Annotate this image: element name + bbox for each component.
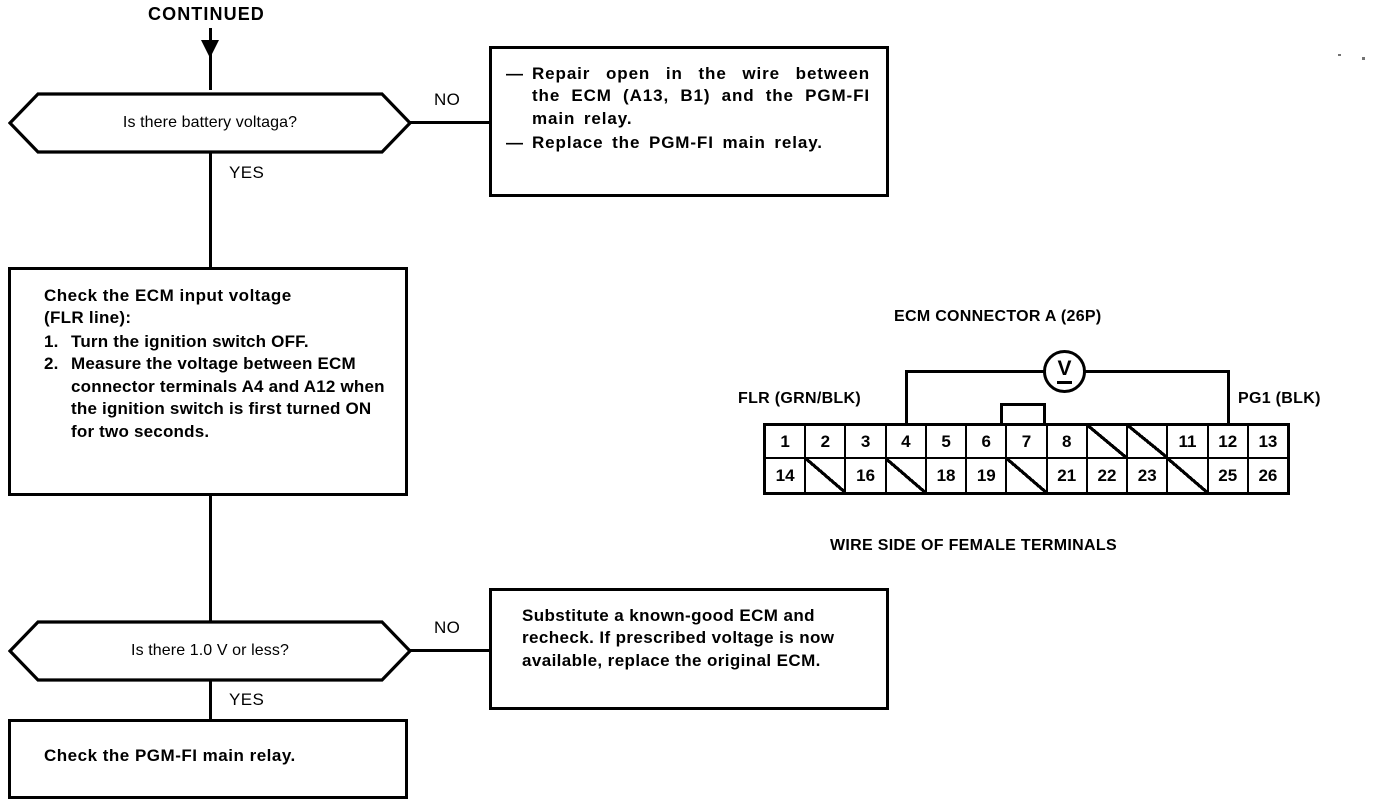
pin-cell-20-blank [1007, 459, 1048, 492]
pin-label: 4 [901, 431, 911, 451]
pin-cell-8[interactable]: 8 [1047, 426, 1088, 459]
decision-battery-voltage: Is there battery voltaga? [8, 92, 412, 154]
pin-label: 22 [1097, 465, 1117, 485]
pin-label: 1 [780, 431, 790, 451]
pin-label: 23 [1137, 465, 1157, 485]
voltmeter-letter: V [1057, 357, 1072, 381]
connector-left-wire-label: FLR (GRN/BLK) [738, 390, 861, 407]
entry-arrowhead [201, 40, 219, 58]
pin-label: 11 [1178, 431, 1197, 451]
connector-title: ECM CONNECTOR A (26P) [894, 308, 1102, 325]
pin-cell-18[interactable]: 18 [926, 459, 968, 492]
entry-connector-line [209, 28, 212, 90]
decision1-no-label: NO [434, 90, 461, 109]
action-repair-replace-box: — Repair open in the wire between the EC… [489, 46, 889, 197]
pin-label: 18 [936, 465, 956, 485]
pin-label: 13 [1258, 431, 1278, 451]
pin-cell-3[interactable]: 3 [846, 426, 887, 459]
pin-label: 6 [981, 431, 992, 451]
pin-cell-12[interactable]: 12 [1208, 426, 1249, 459]
decision2-yes-label: YES [229, 690, 265, 709]
pin-cell-1[interactable]: 1 [766, 426, 807, 459]
pin-cell-2[interactable]: 2 [806, 426, 847, 459]
pin-row-bottom: 14 16 18 19 21 22 23 25 26 [766, 459, 1288, 492]
pin-cell-14[interactable]: 14 [766, 459, 807, 492]
meter-lead-left-vertical [905, 370, 908, 426]
pin-cell-24-blank [1168, 459, 1209, 492]
pin-cell-6[interactable]: 6 [967, 426, 1008, 459]
connector-caption: WIRE SIDE OF FEMALE TERMINALS [830, 537, 1117, 554]
pin-label: 7 [1021, 431, 1032, 451]
decision1-yes-line [209, 152, 212, 267]
pin-cell-26[interactable]: 26 [1248, 459, 1288, 492]
process-title-line1: Check the ECM input voltage [44, 286, 292, 305]
action-substitute-ecm-text: Substitute a known-good ECM and recheck.… [522, 606, 835, 670]
pin-cell-13[interactable]: 13 [1248, 426, 1288, 459]
pin-label: 21 [1057, 465, 1077, 485]
decision2-yes-line [209, 680, 212, 720]
action-replace-text: Replace the PGM-FI main relay. [532, 133, 823, 153]
pin-label: 5 [941, 431, 951, 451]
action-repair-item: — Repair open in the wire between the EC… [506, 63, 870, 130]
pin-label: 3 [860, 431, 871, 451]
pin-cell-15-blank [806, 459, 847, 492]
decision-one-volt-label: Is there 1.0 V or less? [131, 642, 289, 659]
pin-label: 26 [1258, 465, 1278, 485]
scan-artifact [1362, 57, 1365, 60]
pin-cell-10-blank [1128, 426, 1169, 459]
pin-label: 8 [1062, 431, 1072, 451]
process-step-1: 1. Turn the ignition switch OFF. [44, 331, 391, 353]
voltmeter-symbol: V [1043, 350, 1086, 393]
pin-label: 2 [820, 431, 831, 451]
pin-cell-5[interactable]: 5 [926, 426, 968, 459]
pin-cell-21[interactable]: 21 [1047, 459, 1088, 492]
process-step-1-text: Turn the ignition switch OFF. [71, 331, 309, 351]
action-check-main-relay-text: Check the PGM-FI main relay. [44, 746, 296, 765]
process-step-2-number: 2. [44, 354, 59, 374]
action-check-main-relay-box: Check the PGM-FI main relay. [8, 719, 408, 799]
pin-cell-11[interactable]: 11 [1168, 426, 1209, 459]
pin-row-top: 1 2 3 4 5 6 7 8 11 12 13 [766, 426, 1288, 459]
process-title-line2: (FLR line): [44, 308, 132, 328]
action-repair-text: Repair open in the wire between the ECM … [532, 64, 870, 128]
pin-cell-19[interactable]: 19 [967, 459, 1008, 492]
decision-battery-voltage-label: Is there battery voltaga? [122, 114, 298, 131]
meter-lead-left-horizontal [905, 370, 1045, 373]
decision2-no-label: NO [434, 618, 461, 637]
meter-lead-right-horizontal [1085, 370, 1230, 373]
pin-cell-16[interactable]: 16 [846, 459, 887, 492]
decision2-no-line [410, 649, 490, 652]
pin-cell-22[interactable]: 22 [1087, 459, 1129, 492]
continued-label: CONTINUED [148, 4, 265, 24]
scan-artifact [1338, 54, 1341, 56]
decision-one-volt-or-less: Is there 1.0 V or less? [8, 620, 412, 682]
pin-label: 14 [775, 465, 795, 485]
pin-cell-4[interactable]: 4 [886, 426, 927, 459]
process-step-1-number: 1. [44, 331, 59, 351]
process-step-2: 2. Measure the voltage between ECM conne… [44, 353, 391, 443]
pin-cell-7[interactable]: 7 [1007, 426, 1048, 459]
pin-label: 16 [856, 465, 876, 485]
pin-label: 12 [1218, 431, 1238, 451]
pin-cell-9-blank [1087, 426, 1129, 459]
pin-cell-17-blank [886, 459, 927, 492]
pin-label: 25 [1218, 465, 1238, 485]
dash-bullet: — [506, 133, 524, 153]
decision1-no-line [410, 121, 490, 124]
decision1-yes-label: YES [229, 163, 265, 182]
process-step-2-text: Measure the voltage between ECM connecto… [71, 354, 385, 441]
action-substitute-ecm-box: Substitute a known-good ECM and recheck.… [489, 588, 889, 710]
connector-right-wire-label: PG1 (BLK) [1238, 390, 1321, 407]
pin-label: 19 [976, 465, 996, 485]
process-check-ecm-input-voltage: Check the ECM input voltage (FLR line): … [8, 267, 408, 496]
connector-lock-tab [1000, 403, 1046, 425]
pin-cell-23[interactable]: 23 [1128, 459, 1169, 492]
voltmeter-dc-bar [1057, 380, 1072, 384]
dash-bullet: — [506, 64, 524, 83]
action-replace-item: — Replace the PGM-FI main relay. [506, 132, 870, 154]
ecm-connector-a-pin-grid: 1 2 3 4 5 6 7 8 11 12 13 14 16 18 19 21 … [763, 423, 1290, 495]
pin-cell-25[interactable]: 25 [1208, 459, 1249, 492]
meter-lead-right-vertical [1227, 370, 1230, 426]
process-to-decision2-line [209, 496, 212, 622]
